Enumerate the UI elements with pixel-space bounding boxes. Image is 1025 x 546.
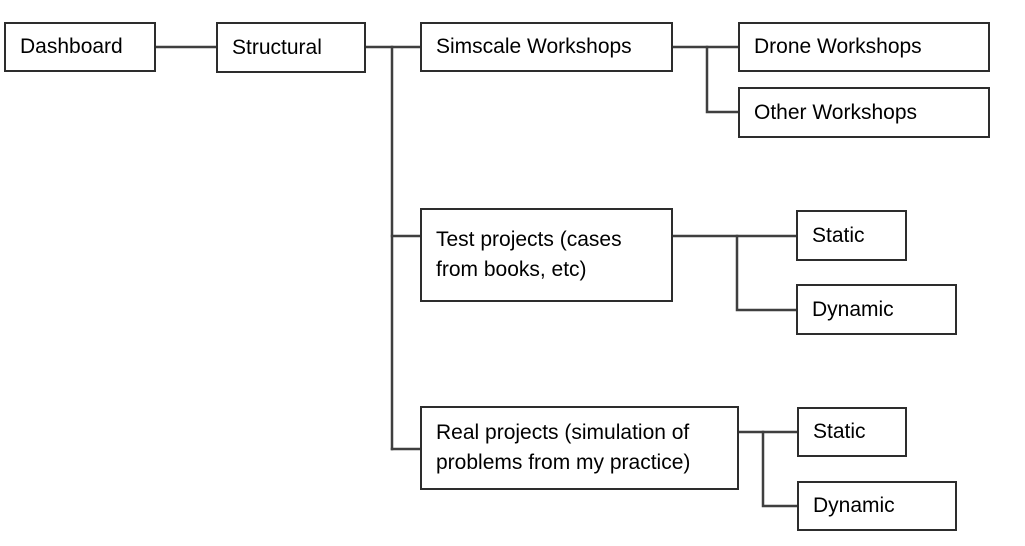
node-structural-label: Structural [232,35,322,59]
node-simscale-workshops: Simscale Workshops [420,22,673,72]
connector-simscale-other [705,45,740,114]
connector-test-dynamic [735,234,798,312]
node-real-dynamic: Dynamic [797,481,957,531]
node-test-dynamic-label: Dynamic [812,297,894,321]
node-drone-workshops: Drone Workshops [738,22,990,72]
node-dashboard-label: Dashboard [20,35,123,58]
node-test-static: Static [796,210,907,261]
node-structural: Structural [216,22,366,73]
node-simscale-workshops-label: Simscale Workshops [436,35,632,58]
node-test-static-label: Static [812,223,865,247]
node-other-workshops: Other Workshops [738,87,990,138]
node-drone-workshops-label: Drone Workshops [754,35,922,58]
node-test-projects: Test projects (cases from books, etc) [420,208,673,302]
node-real-projects-label-line1: Real projects (simulation of [436,421,690,444]
node-test-projects-label-line1: Test projects (cases [436,228,622,251]
node-real-projects: Real projects (simulation of problems fr… [420,406,739,490]
connector-real-dynamic [761,430,799,508]
node-real-dynamic-label: Dynamic [813,494,895,517]
node-test-dynamic: Dynamic [796,284,957,335]
node-other-workshops-label: Other Workshops [754,100,918,124]
node-dashboard: Dashboard [4,22,156,72]
node-test-projects-label-line2: from books, etc) [436,258,587,281]
node-real-static-label: Static [813,420,866,443]
node-real-static: Static [797,407,907,457]
node-real-projects-label-line2: problems from my practice) [436,451,691,474]
